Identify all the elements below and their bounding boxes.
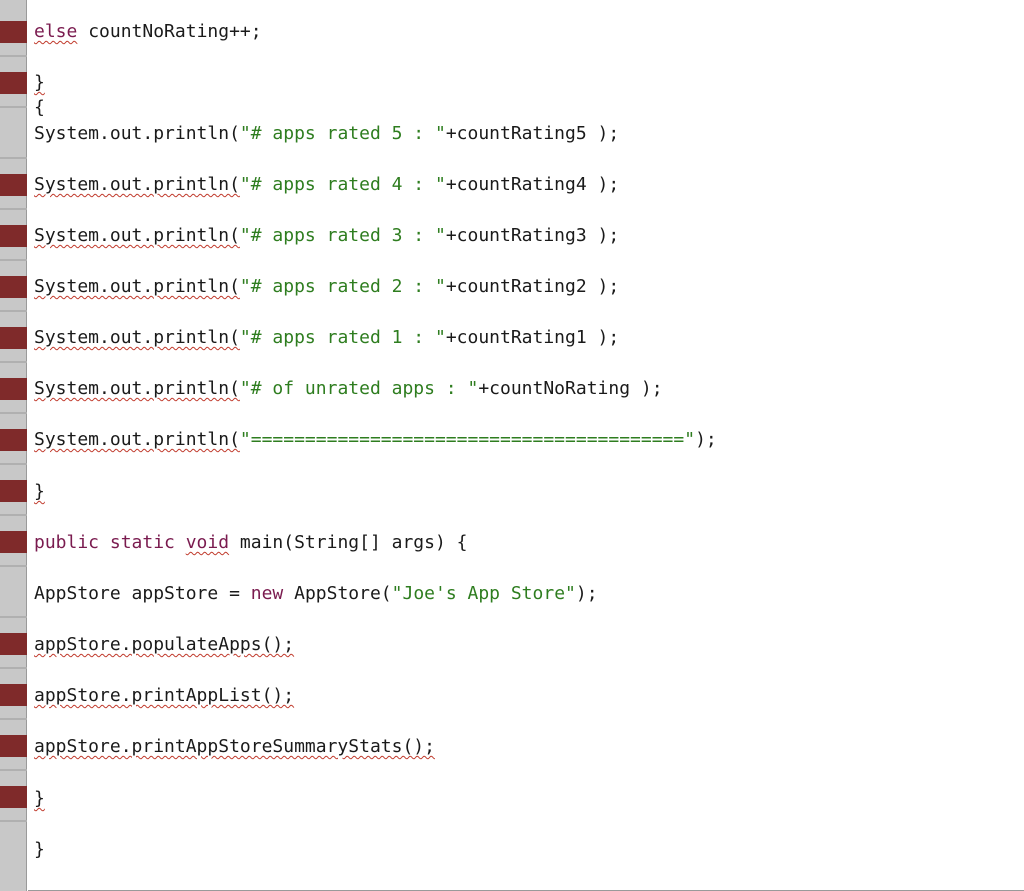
code-line-2[interactable]: } bbox=[34, 71, 45, 95]
error-marker[interactable] bbox=[0, 735, 27, 757]
gutter-stripe bbox=[0, 769, 27, 771]
opening-brace: { bbox=[34, 97, 45, 118]
error-marker[interactable] bbox=[0, 429, 27, 451]
keyword-void: void bbox=[185, 532, 230, 553]
code-text: System.out.println( bbox=[34, 429, 240, 450]
code-text: appStore.populateApps(); bbox=[34, 634, 295, 655]
code-text: System.out.println( bbox=[34, 327, 240, 348]
closing-brace: } bbox=[34, 839, 45, 860]
code-line-8[interactable]: System.out.println("# apps rated 1 : "+c… bbox=[34, 326, 619, 350]
code-line-10[interactable]: System.out.println("====================… bbox=[34, 428, 717, 452]
gutter-stripe bbox=[0, 412, 27, 414]
code-text: AppStore appStore = bbox=[34, 583, 251, 604]
gutter-stripe bbox=[0, 667, 27, 669]
keyword-public-static: public static bbox=[34, 532, 186, 553]
error-marker[interactable] bbox=[0, 327, 27, 349]
code-line-15[interactable]: appStore.printAppList(); bbox=[34, 684, 294, 708]
gutter-stripe bbox=[0, 259, 27, 261]
code-text: appStore.printAppStoreSummaryStats(); bbox=[34, 736, 435, 757]
error-marker[interactable] bbox=[0, 276, 27, 298]
closing-brace: } bbox=[34, 481, 45, 502]
code-line-1[interactable]: else countNoRating++; bbox=[34, 20, 262, 44]
gutter-stripe bbox=[0, 463, 27, 465]
code-area[interactable]: else countNoRating++; } { System.out.pri… bbox=[28, 0, 1024, 891]
gutter-stripe bbox=[0, 718, 27, 720]
code-text: main(String[] args) { bbox=[229, 532, 468, 553]
gutter-stripe bbox=[0, 565, 27, 567]
code-line-13[interactable]: AppStore appStore = new AppStore("Joe's … bbox=[34, 582, 598, 606]
error-marker[interactable] bbox=[0, 21, 27, 43]
gutter-stripe bbox=[0, 310, 27, 312]
gutter-stripe bbox=[0, 106, 27, 108]
gutter-stripe bbox=[0, 820, 27, 822]
code-line-6[interactable]: System.out.println("# apps rated 3 : "+c… bbox=[34, 224, 619, 248]
code-text: +countRating1 ); bbox=[445, 327, 620, 348]
code-line-18[interactable]: } bbox=[34, 838, 45, 862]
gutter-stripe bbox=[0, 514, 27, 516]
code-line-12[interactable]: public static void main(String[] args) { bbox=[34, 531, 468, 555]
string-literal: "# apps rated 2 : " bbox=[239, 276, 446, 297]
code-line-16[interactable]: appStore.printAppStoreSummaryStats(); bbox=[34, 735, 435, 759]
error-marker[interactable] bbox=[0, 378, 27, 400]
error-marker[interactable] bbox=[0, 786, 27, 808]
code-text: +countRating5 ); bbox=[445, 123, 620, 144]
code-text: ); bbox=[695, 429, 717, 450]
code-line-9[interactable]: System.out.println("# of unrated apps : … bbox=[34, 377, 663, 401]
gutter-stripe bbox=[0, 208, 27, 210]
closing-brace: } bbox=[34, 72, 45, 93]
gutter-stripe bbox=[0, 55, 27, 57]
code-text: System.out.println( bbox=[34, 123, 240, 144]
code-text: System.out.println( bbox=[34, 174, 240, 195]
gutter-stripe bbox=[0, 157, 27, 159]
code-line-7[interactable]: System.out.println("# apps rated 2 : "+c… bbox=[34, 275, 619, 299]
closing-brace: } bbox=[34, 788, 45, 809]
string-literal: "# apps rated 1 : " bbox=[239, 327, 446, 348]
string-literal: "# apps rated 4 : " bbox=[239, 174, 446, 195]
string-literal: "=======================================… bbox=[239, 429, 696, 450]
string-literal: "# apps rated 5 : " bbox=[239, 123, 446, 144]
gutter-stripe bbox=[0, 361, 27, 363]
error-marker[interactable] bbox=[0, 684, 27, 706]
string-literal: "Joe's App Store" bbox=[391, 583, 576, 604]
string-literal: "# of unrated apps : " bbox=[239, 378, 479, 399]
code-line-17[interactable]: } bbox=[34, 787, 45, 811]
string-literal: "# apps rated 3 : " bbox=[239, 225, 446, 246]
keyword-new: new bbox=[250, 583, 284, 604]
gutter-stripe bbox=[0, 616, 27, 618]
error-marker[interactable] bbox=[0, 72, 27, 94]
code-line-5[interactable]: System.out.println("# apps rated 4 : "+c… bbox=[34, 173, 619, 197]
error-marker[interactable] bbox=[0, 225, 27, 247]
error-marker[interactable] bbox=[0, 174, 27, 196]
keyword-else: else bbox=[34, 21, 78, 42]
code-line-3[interactable]: { bbox=[34, 96, 45, 120]
line-gutter bbox=[0, 0, 27, 891]
error-marker[interactable] bbox=[0, 531, 27, 553]
error-marker[interactable] bbox=[0, 633, 27, 655]
code-line-14[interactable]: appStore.populateApps(); bbox=[34, 633, 294, 657]
code-text: System.out.println( bbox=[34, 276, 240, 297]
code-text: appStore.printAppList(); bbox=[34, 685, 295, 706]
code-text: AppStore( bbox=[283, 583, 392, 604]
error-marker[interactable] bbox=[0, 480, 27, 502]
code-text: ); bbox=[575, 583, 598, 604]
code-text: +countRating2 ); bbox=[445, 276, 620, 297]
code-text: +countRating3 ); bbox=[445, 225, 620, 246]
code-text: +countRating4 ); bbox=[445, 174, 620, 195]
code-line-11[interactable]: } bbox=[34, 480, 45, 504]
code-line-4[interactable]: System.out.println("# apps rated 5 : "+c… bbox=[34, 122, 619, 146]
code-text: +countNoRating ); bbox=[478, 378, 663, 399]
code-text: countNoRating++; bbox=[77, 21, 262, 42]
code-text: System.out.println( bbox=[34, 378, 240, 399]
code-text: System.out.println( bbox=[34, 225, 240, 246]
